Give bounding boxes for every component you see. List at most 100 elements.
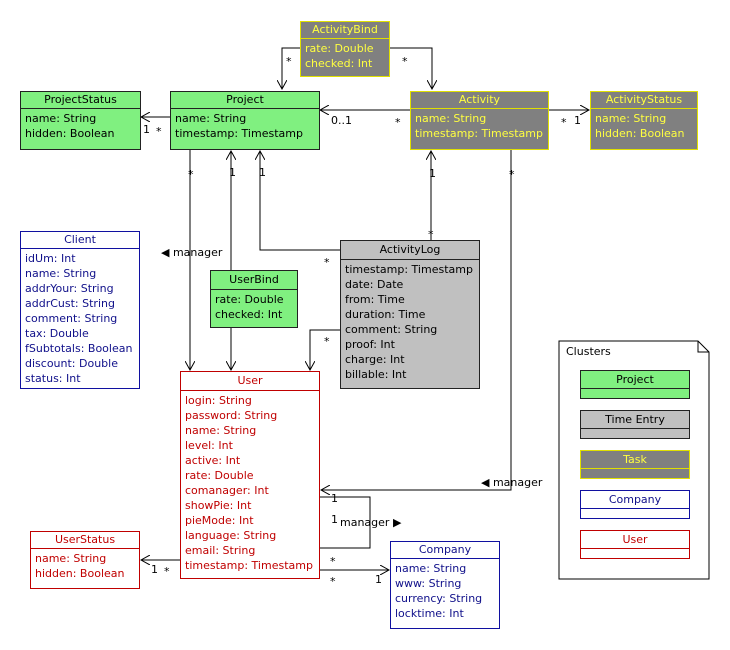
legend-note-border: [558, 340, 710, 580]
class-attribute: addrYour: String: [25, 282, 114, 295]
class-attribute: language: String: [185, 529, 277, 542]
class-attribute: password: String: [185, 409, 278, 422]
class-activitystatus[interactable]: ActivityStatus name: String hidden: Bool…: [590, 91, 698, 150]
multiplicity-label: 1: [574, 114, 581, 127]
class-attribute: level: Int: [185, 439, 233, 452]
class-attribute: comment: String: [345, 323, 438, 336]
legend-title: Clusters: [566, 345, 611, 358]
multiplicity-label: 1: [259, 166, 266, 179]
multiplicity-label: *: [324, 256, 330, 269]
class-attribute: checked: Int: [305, 57, 373, 70]
class-attribute: name: String: [175, 112, 247, 125]
class-attribute: login: String: [185, 394, 252, 407]
class-attribute: hidden: Boolean: [35, 567, 125, 580]
role-label: ◀ manager: [161, 246, 223, 259]
class-attribute: from: Time: [345, 293, 405, 306]
multiplicity-label: 1: [229, 166, 236, 179]
class-attribute: name: String: [25, 267, 97, 280]
cluster-legend: Clusters Project Time Entry Task Company…: [559, 341, 709, 579]
multiplicity-label: *: [509, 168, 515, 181]
multiplicity-label: 1: [331, 513, 338, 526]
activitybind-project-line: [282, 47, 300, 89]
class-attribute: comanager: Int: [185, 484, 269, 497]
class-attribute: timestamp: Timestamp: [175, 127, 303, 140]
class-attribute: discount: Double: [25, 357, 118, 370]
activitylog-user-line: [310, 329, 340, 370]
class-attribute: charge: Int: [345, 353, 405, 366]
role-label: manager ▶: [340, 516, 402, 529]
legend-item-company: Company: [580, 490, 690, 519]
class-attribute: currency: String: [395, 592, 483, 605]
legend-item-label: Project: [581, 371, 689, 389]
multiplicity-label: 1: [331, 492, 338, 505]
class-projectstatus[interactable]: ProjectStatus name: String hidden: Boole…: [20, 91, 141, 150]
multiplicity-label: *: [164, 565, 170, 578]
class-userbind[interactable]: UserBind rate: Double checked: Int: [210, 270, 298, 328]
class-attribute: billable: Int: [345, 368, 407, 381]
class-attribute: duration: Time: [345, 308, 426, 321]
class-title: Company: [391, 542, 499, 559]
multiplicity-label: *: [156, 125, 162, 138]
class-attribute: idUm: Int: [25, 252, 76, 265]
multiplicity-label: *: [402, 55, 408, 68]
class-attribute: showPie: Int: [185, 499, 252, 512]
user-self-line: [320, 496, 371, 549]
class-project[interactable]: Project name: String timestamp: Timestam…: [170, 91, 320, 150]
activity-user-line: [321, 150, 512, 490]
class-attribute: name: String: [395, 562, 467, 575]
class-attribute: fSubtotals: Boolean: [25, 342, 133, 355]
class-activitylog[interactable]: ActivityLog timestamp: Timestamp date: D…: [340, 240, 480, 389]
legend-item-user: User: [580, 530, 690, 559]
class-client[interactable]: Client idUm: Int name: String addrYour: …: [20, 231, 140, 389]
class-attribute: email: String: [185, 544, 256, 557]
class-title: ActivityBind: [301, 22, 389, 39]
class-title: UserStatus: [31, 532, 139, 549]
multiplicity-label: *: [561, 116, 567, 129]
multiplicity-label: 1: [151, 563, 158, 576]
class-attribute: timestamp: Timestamp: [185, 559, 313, 572]
activitylog-project-line: [260, 151, 340, 251]
class-attribute: rate: Double: [215, 293, 284, 306]
class-attribute: name: String: [25, 112, 97, 125]
class-activity[interactable]: Activity name: String timestamp: Timesta…: [410, 91, 549, 150]
class-attribute: checked: Int: [215, 308, 283, 321]
multiplicity-label: *: [286, 55, 292, 68]
class-attribute: www: String: [395, 577, 462, 590]
class-title: UserBind: [211, 271, 297, 290]
legend-item-project: Project: [580, 370, 690, 399]
legend-item-label: Task: [581, 451, 689, 469]
class-title: Client: [21, 232, 139, 249]
multiplicity-label: 1: [429, 167, 436, 180]
multiplicity-label: 1: [375, 573, 382, 586]
class-attribute: pieMode: Int: [185, 514, 254, 527]
class-attribute: name: String: [595, 112, 667, 125]
activitybind-activity-line: [390, 47, 432, 89]
class-attribute: date: Date: [345, 278, 404, 291]
multiplicity-label: *: [330, 555, 336, 568]
multiplicity-label: *: [324, 335, 330, 348]
class-attribute: hidden: Boolean: [25, 127, 115, 140]
legend-item-label: Company: [581, 491, 689, 509]
class-title: ActivityStatus: [591, 92, 697, 109]
class-userstatus[interactable]: UserStatus name: String hidden: Boolean: [30, 531, 140, 589]
class-attribute: rate: Double: [305, 42, 374, 55]
class-title: ActivityLog: [341, 241, 479, 260]
class-attribute: tax: Double: [25, 327, 89, 340]
class-attribute: name: String: [35, 552, 107, 565]
legend-item-label: User: [581, 531, 689, 549]
class-user[interactable]: User login: String password: String name…: [180, 371, 320, 579]
class-attribute: timestamp: Timestamp: [345, 263, 473, 276]
class-activitybind[interactable]: ActivityBind rate: Double checked: Int: [300, 21, 390, 77]
multiplicity-label: 0..1: [331, 114, 352, 127]
class-attribute: name: String: [185, 424, 257, 437]
legend-item-label: Time Entry: [581, 411, 689, 429]
class-attribute: timestamp: Timestamp: [415, 127, 543, 140]
class-attribute: locktime: Int: [395, 607, 464, 620]
class-attribute: proof: Int: [345, 338, 395, 351]
class-title: User: [181, 372, 319, 391]
class-title: Activity: [411, 92, 548, 109]
multiplicity-label: *: [428, 228, 434, 241]
class-company[interactable]: Company name: String www: String currenc…: [390, 541, 500, 629]
class-title: Project: [171, 92, 319, 109]
